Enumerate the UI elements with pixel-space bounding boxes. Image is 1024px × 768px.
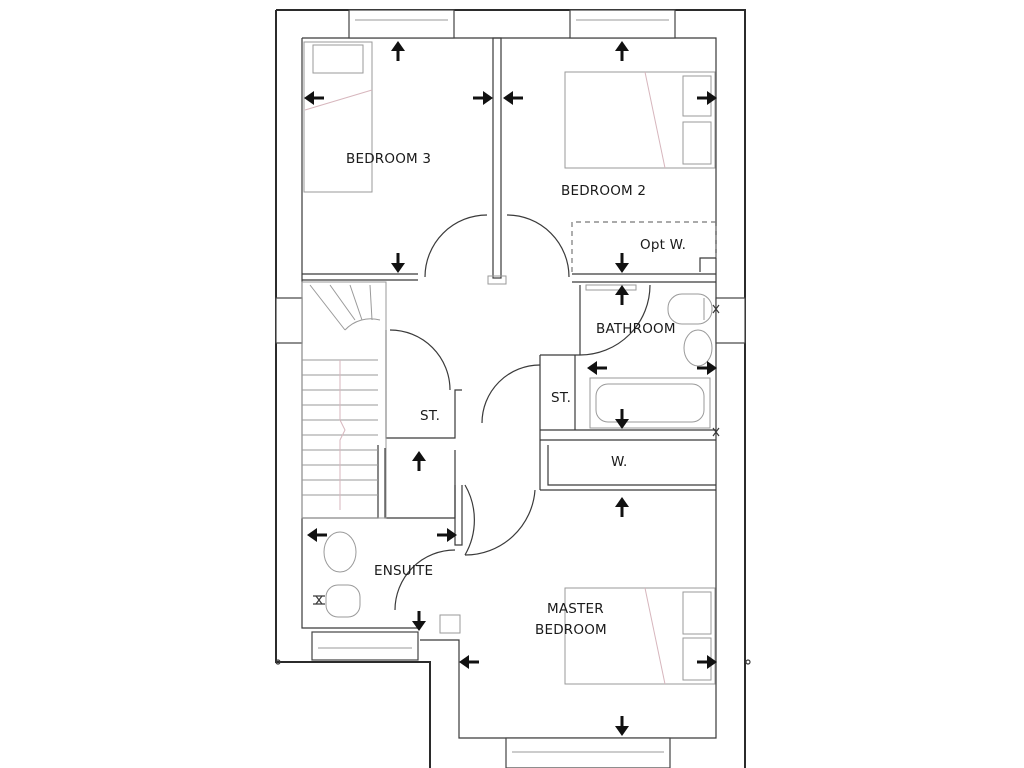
door-swing-icon [506,214,570,278]
arrow-icon [613,495,631,519]
internal-walls [302,37,716,546]
room-label-storage-left: ST. [420,408,440,424]
room-label-bathroom: BATHROOM [596,321,676,337]
windows [275,9,746,768]
room-label-storage-right: ST. [551,390,571,406]
arrow-icon [613,407,631,431]
door-swing-icon [394,549,456,611]
arrow-icon [501,89,525,107]
arrow-icon [695,89,719,107]
room-label-master-line2: BEDROOM [535,622,607,638]
room-label-opt-wardrobe: Opt W. [640,237,686,253]
valve-markers [313,304,720,605]
room-label-master-line1: MASTER [547,601,604,617]
door-swing-icon [424,214,488,278]
arrow-icon [435,526,459,544]
arrow-icon [410,449,428,473]
arrow-icon [695,653,719,671]
window-icon [569,9,676,39]
arrow-icon [302,89,326,107]
arrow-icon [613,39,631,63]
door-swing-icon [579,284,651,356]
furniture [303,41,717,685]
door-swing-icon [481,364,541,424]
window-icon [275,297,303,344]
arrow-icon [585,359,609,377]
room-label-wardrobe: W. [611,454,628,470]
arrow-icon [695,359,719,377]
window-icon [348,9,455,39]
room-label-bedroom2: BEDROOM 2 [561,183,646,199]
arrow-icon [613,714,631,738]
window-icon [311,631,419,661]
arrow-icon [471,89,495,107]
door-swings [389,214,651,611]
door-swing-icon [464,484,475,556]
arrow-icon [389,39,407,63]
room-labels: BEDROOM 3 BEDROOM 2 Opt W. BATHROOM ST. … [346,151,686,638]
room-label-ensuite: ENSUITE [374,563,433,579]
arrow-icon [613,283,631,307]
staircase [301,281,387,519]
window-icon [505,737,671,768]
door-swing-icon [389,329,451,391]
arrow-icon [457,653,481,671]
arrow-icon [305,526,329,544]
room-label-bedroom3: BEDROOM 3 [346,151,431,167]
door-swing-icon [464,489,536,556]
arrow-icon [389,251,407,275]
arrow-icon [613,251,631,275]
window-icon [715,297,746,344]
